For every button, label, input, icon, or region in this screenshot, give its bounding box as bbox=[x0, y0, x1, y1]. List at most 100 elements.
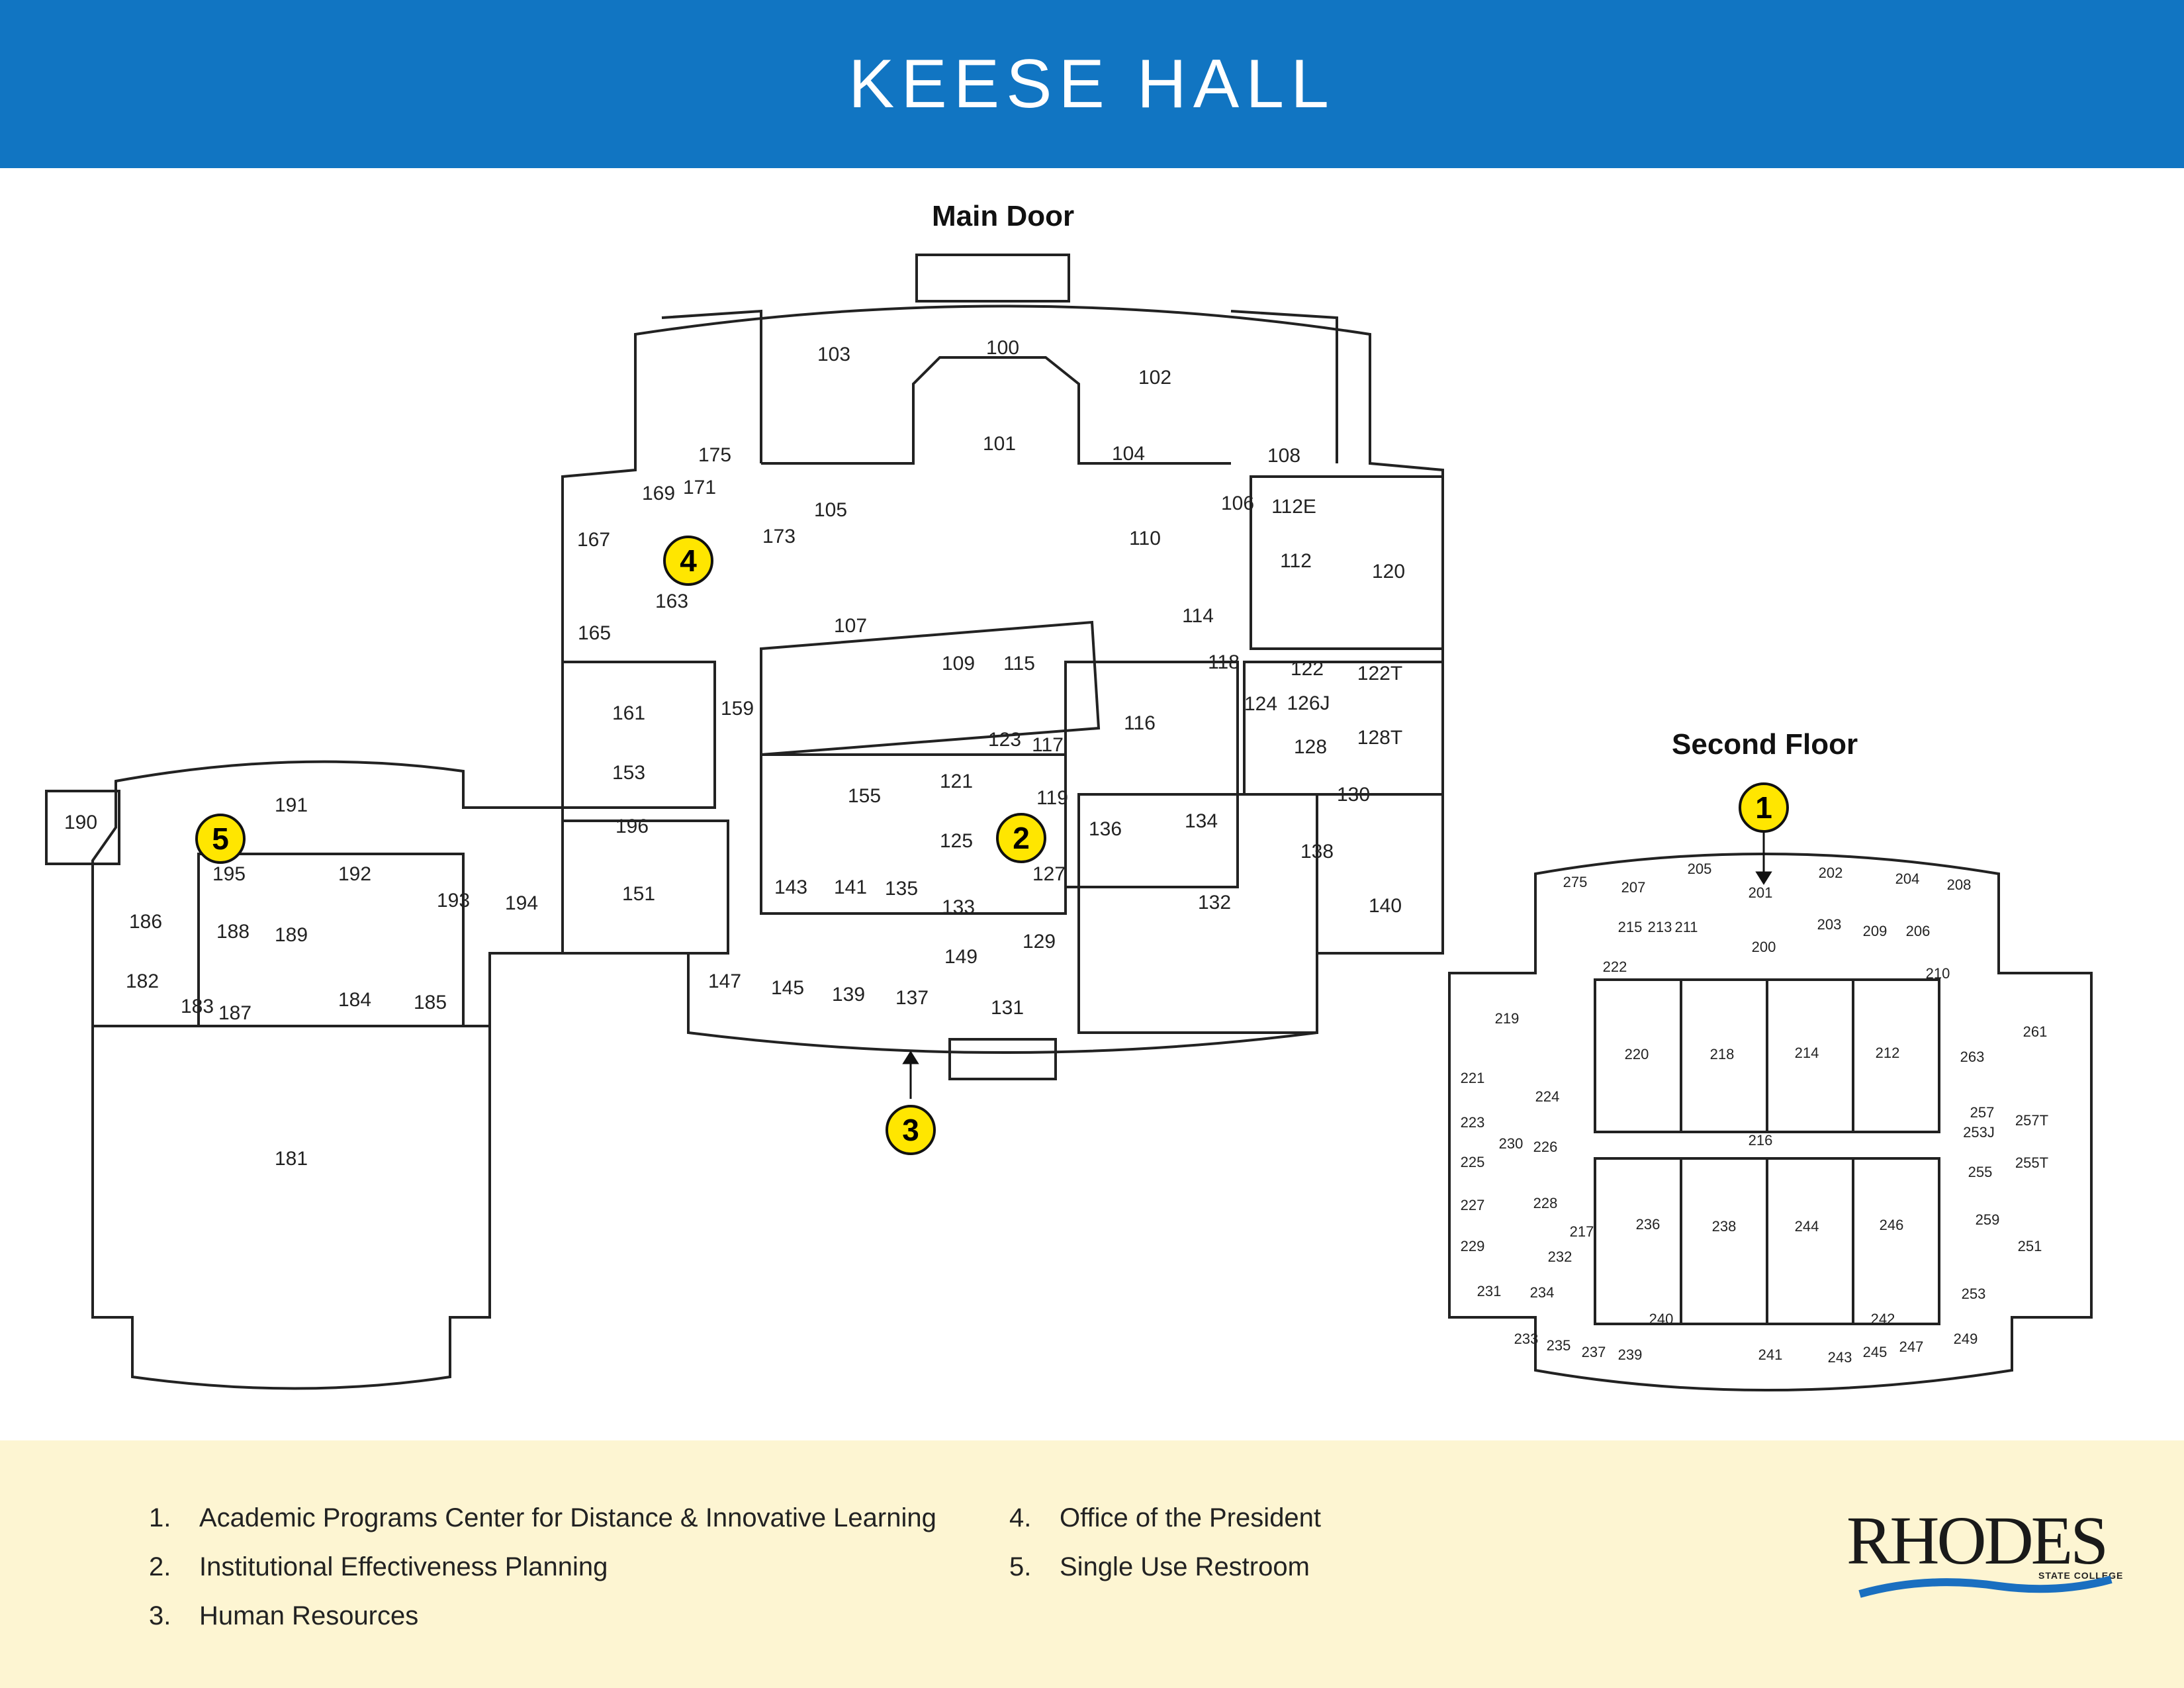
room-label-236: 236 bbox=[1636, 1216, 1661, 1233]
marker-3: 3 bbox=[886, 1105, 936, 1155]
room-label-161: 161 bbox=[612, 702, 645, 724]
room-label-183: 183 bbox=[181, 996, 214, 1017]
room-label-120: 120 bbox=[1372, 561, 1405, 583]
room-label-224: 224 bbox=[1535, 1088, 1560, 1105]
room-label-247: 247 bbox=[1899, 1338, 1924, 1355]
room-label-128T: 128T bbox=[1357, 727, 1402, 749]
room-label-221: 221 bbox=[1461, 1070, 1485, 1086]
room-label-257T: 257T bbox=[2015, 1112, 2048, 1129]
room-label-101: 101 bbox=[983, 433, 1016, 455]
legend-column-left: 1.Academic Programs Center for Distance … bbox=[149, 1493, 936, 1640]
legend-item: 5.Single Use Restroom bbox=[1009, 1552, 1310, 1581]
room-label-233: 233 bbox=[1514, 1331, 1539, 1347]
marker-2: 2 bbox=[996, 813, 1046, 863]
room-label-138: 138 bbox=[1300, 841, 1334, 863]
room-label-194: 194 bbox=[505, 892, 538, 914]
room-label-185: 185 bbox=[414, 992, 447, 1013]
room-label-112: 112 bbox=[1280, 550, 1312, 572]
room-label-186: 186 bbox=[129, 911, 162, 933]
room-label-245: 245 bbox=[1863, 1344, 1888, 1360]
room-label-155: 155 bbox=[848, 785, 881, 807]
room-label-128: 128 bbox=[1294, 736, 1327, 758]
room-label-242: 242 bbox=[1871, 1311, 1895, 1327]
marker-4: 4 bbox=[663, 536, 713, 586]
room-label-226: 226 bbox=[1533, 1139, 1558, 1155]
room-label-223: 223 bbox=[1461, 1114, 1485, 1131]
room-label-104: 104 bbox=[1112, 443, 1145, 465]
room-label-229: 229 bbox=[1461, 1238, 1485, 1254]
room-label-124: 124 bbox=[1244, 693, 1277, 715]
legend: 1.Academic Programs Center for Distance … bbox=[0, 1440, 2184, 1688]
room-label-243: 243 bbox=[1828, 1349, 1852, 1366]
main-building-outline bbox=[561, 305, 1444, 1054]
room-label-234: 234 bbox=[1530, 1284, 1555, 1301]
room-label-121: 121 bbox=[940, 771, 973, 792]
room-label-227: 227 bbox=[1461, 1197, 1485, 1213]
room-label-110: 110 bbox=[1129, 528, 1161, 549]
room-label-206: 206 bbox=[1906, 923, 1931, 939]
room-label-139: 139 bbox=[832, 984, 865, 1006]
room-label-145: 145 bbox=[771, 977, 804, 999]
marker-3-number: 3 bbox=[902, 1113, 919, 1147]
central-hall-walls bbox=[761, 356, 1231, 465]
main-door-vestibule bbox=[915, 254, 1070, 303]
second-floor-label: Second Floor bbox=[1672, 728, 1858, 761]
room-label-118: 118 bbox=[1208, 651, 1240, 673]
room-label-106: 106 bbox=[1221, 492, 1254, 514]
room-label-107: 107 bbox=[834, 615, 867, 637]
room-label-141: 141 bbox=[834, 876, 867, 898]
page-title: KEESE HALL bbox=[848, 45, 1336, 122]
room-label-103: 103 bbox=[817, 344, 850, 365]
room-label-214: 214 bbox=[1795, 1045, 1819, 1061]
room-label-122T: 122T bbox=[1357, 663, 1402, 684]
room-label-132: 132 bbox=[1198, 892, 1231, 914]
title-banner: KEESE HALL bbox=[0, 0, 2184, 168]
room-label-255T: 255T bbox=[2015, 1154, 2048, 1171]
room-label-181: 181 bbox=[275, 1148, 308, 1170]
legend-item: 4.Office of the President bbox=[1009, 1503, 1322, 1532]
room-label-115: 115 bbox=[1003, 653, 1035, 675]
room-label-159: 159 bbox=[721, 698, 754, 720]
room-190-outline bbox=[45, 790, 120, 865]
room-label-235: 235 bbox=[1547, 1337, 1571, 1354]
marker-3-circle bbox=[886, 1105, 936, 1155]
room-label-187: 187 bbox=[218, 1002, 251, 1024]
room-label-153: 153 bbox=[612, 762, 645, 784]
room-label-246: 246 bbox=[1880, 1217, 1904, 1233]
marker-1-number: 1 bbox=[1755, 790, 1772, 825]
room-label-261: 261 bbox=[2023, 1023, 2048, 1040]
room-label-188: 188 bbox=[216, 921, 250, 943]
rhodes-logo: RHODES STATE COLLEGE bbox=[1846, 1501, 2124, 1607]
room-label-129: 129 bbox=[1023, 931, 1056, 953]
room-label-117: 117 bbox=[1032, 734, 1064, 756]
room-label-239: 239 bbox=[1618, 1346, 1643, 1363]
marker-2-circle bbox=[996, 813, 1046, 863]
room-label-209: 209 bbox=[1863, 923, 1888, 939]
room-label-112E: 112E bbox=[1271, 496, 1316, 518]
room-label-163: 163 bbox=[655, 590, 688, 612]
room-label-228: 228 bbox=[1533, 1195, 1558, 1211]
room-label-207: 207 bbox=[1621, 879, 1646, 896]
room-label-108: 108 bbox=[1267, 445, 1300, 467]
room-label-136: 136 bbox=[1089, 818, 1122, 840]
legend-item: 3.Human Resources bbox=[149, 1601, 419, 1630]
room-label-137: 137 bbox=[895, 987, 929, 1009]
room-label-127: 127 bbox=[1032, 863, 1066, 885]
room-label-126J: 126J bbox=[1287, 692, 1330, 714]
room-label-220: 220 bbox=[1625, 1046, 1649, 1062]
main-door-label: Main Door bbox=[932, 200, 1075, 232]
room-label-151: 151 bbox=[622, 883, 655, 905]
room-label-240: 240 bbox=[1649, 1311, 1674, 1327]
second-floor-outline bbox=[1448, 853, 2093, 1391]
marker-5: 5 bbox=[195, 814, 246, 864]
room-label-218: 218 bbox=[1710, 1046, 1735, 1062]
room-label-241: 241 bbox=[1758, 1346, 1783, 1363]
room-label-125: 125 bbox=[940, 830, 973, 852]
room-label-217: 217 bbox=[1570, 1223, 1594, 1240]
room-label-133: 133 bbox=[942, 896, 975, 918]
room-label-102: 102 bbox=[1138, 367, 1171, 389]
room-label-143: 143 bbox=[774, 876, 807, 898]
marker-4-number: 4 bbox=[680, 543, 697, 578]
room-label-193: 193 bbox=[437, 890, 470, 912]
